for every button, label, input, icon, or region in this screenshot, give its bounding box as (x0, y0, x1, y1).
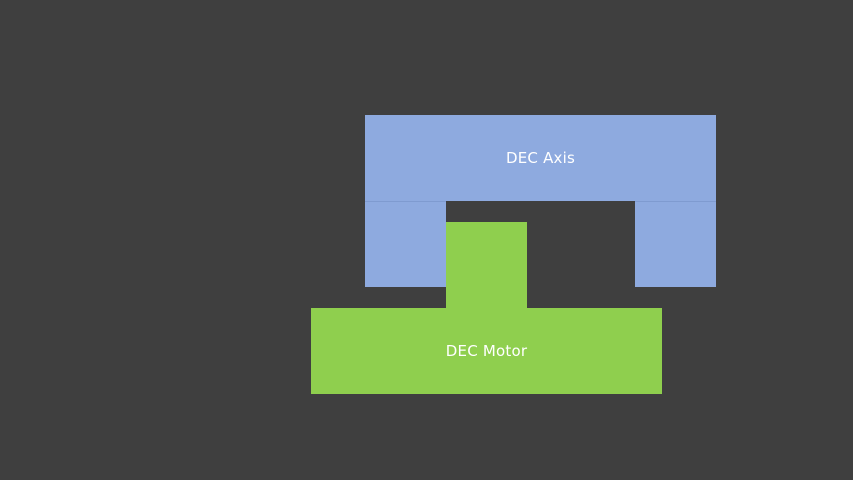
dec-axis-label: DEC Axis (506, 149, 575, 167)
dec-axis-top-bar: DEC Axis (365, 115, 716, 201)
dec-axis-right-leg (635, 201, 716, 287)
dec-axis-seam-left (365, 201, 446, 202)
dec-axis-left-leg (365, 201, 446, 287)
dec-motor-base: DEC Motor (311, 308, 662, 394)
dec-motor-shaft (446, 222, 527, 310)
dec-axis-seam-right (635, 201, 716, 202)
dec-motor-label: DEC Motor (445, 342, 528, 360)
